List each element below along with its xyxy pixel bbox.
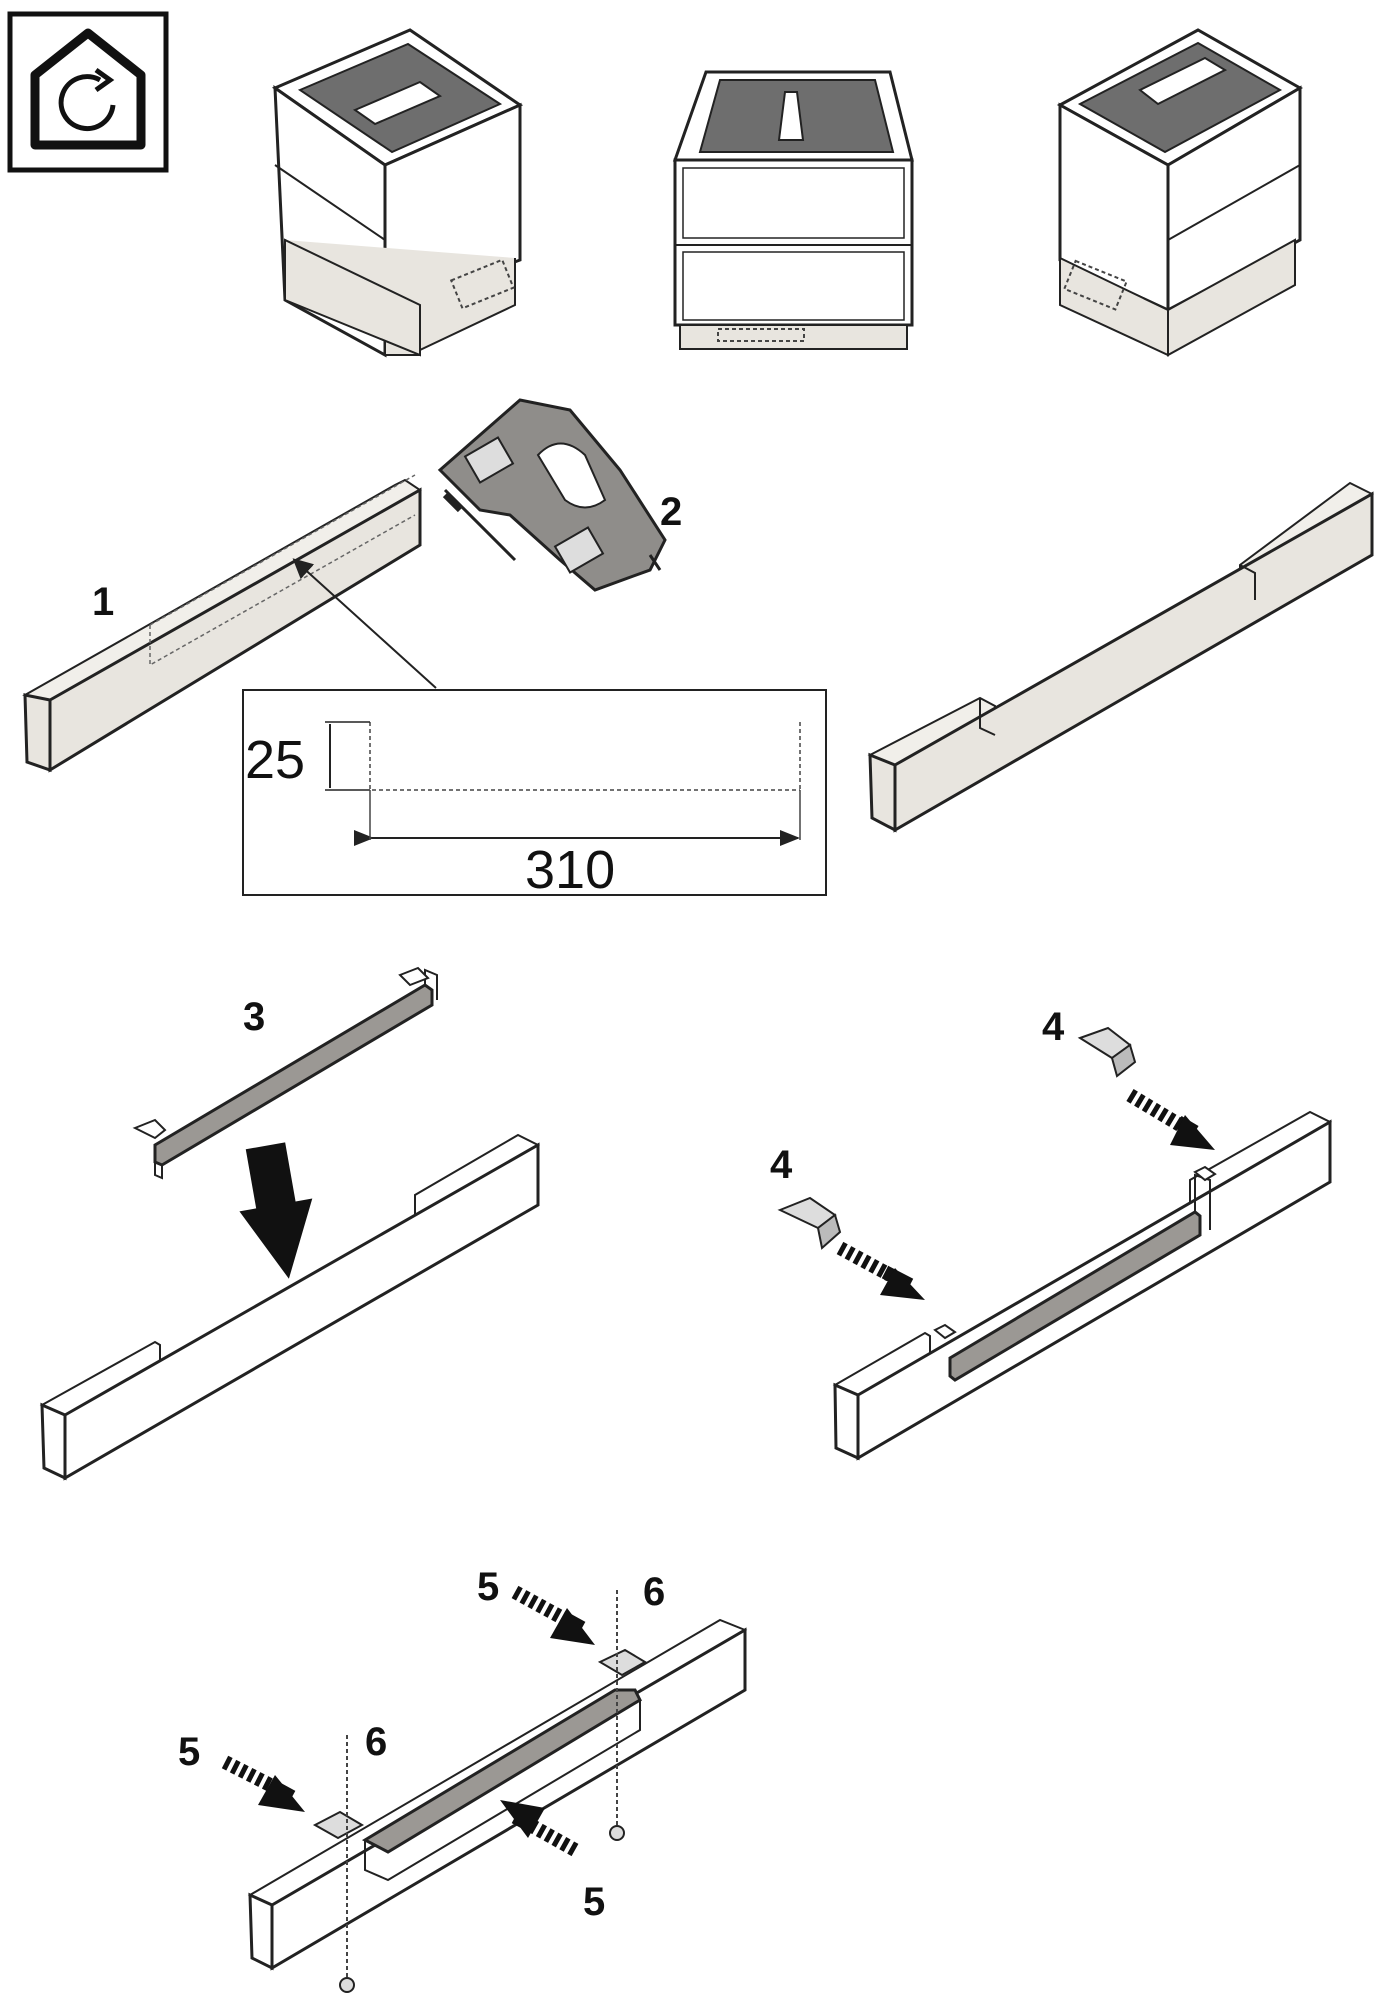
- cut-dimension-detail: [242, 689, 827, 896]
- cabinet-front-view: [672, 70, 914, 350]
- house-rotate-icon: [7, 11, 169, 173]
- callout-arrow-left-clip: 5: [178, 1730, 200, 1774]
- callout-screw-left: 6: [365, 1720, 387, 1764]
- bracket-drop: [39, 966, 541, 1481]
- dimension-height: 25: [245, 730, 305, 790]
- detail-leader-line: [292, 558, 437, 689]
- dimension-length: 310: [525, 840, 615, 900]
- callout-screw-right: 6: [643, 1570, 665, 1614]
- callout-clip-right: 4: [1042, 1005, 1065, 1049]
- cabinet-left-view: [271, 28, 524, 358]
- callout-arrow-bottom: 5: [583, 1880, 605, 1924]
- callout-plinth: 1: [92, 580, 114, 624]
- plinth-cutting: [22, 474, 422, 773]
- clip-fitting: [777, 1026, 1333, 1461]
- callout-bracket: 3: [243, 995, 265, 1039]
- callout-jigsaw: 2: [660, 490, 682, 534]
- plinth-cut-result: [867, 481, 1375, 833]
- callout-arrow-top-right: 5: [477, 1565, 499, 1609]
- cabinet-right-view: [1056, 28, 1304, 357]
- callout-clip-left: 4: [770, 1143, 793, 1187]
- jigsaw-tool: [437, 398, 667, 592]
- final-assembly: [221, 1585, 748, 1993]
